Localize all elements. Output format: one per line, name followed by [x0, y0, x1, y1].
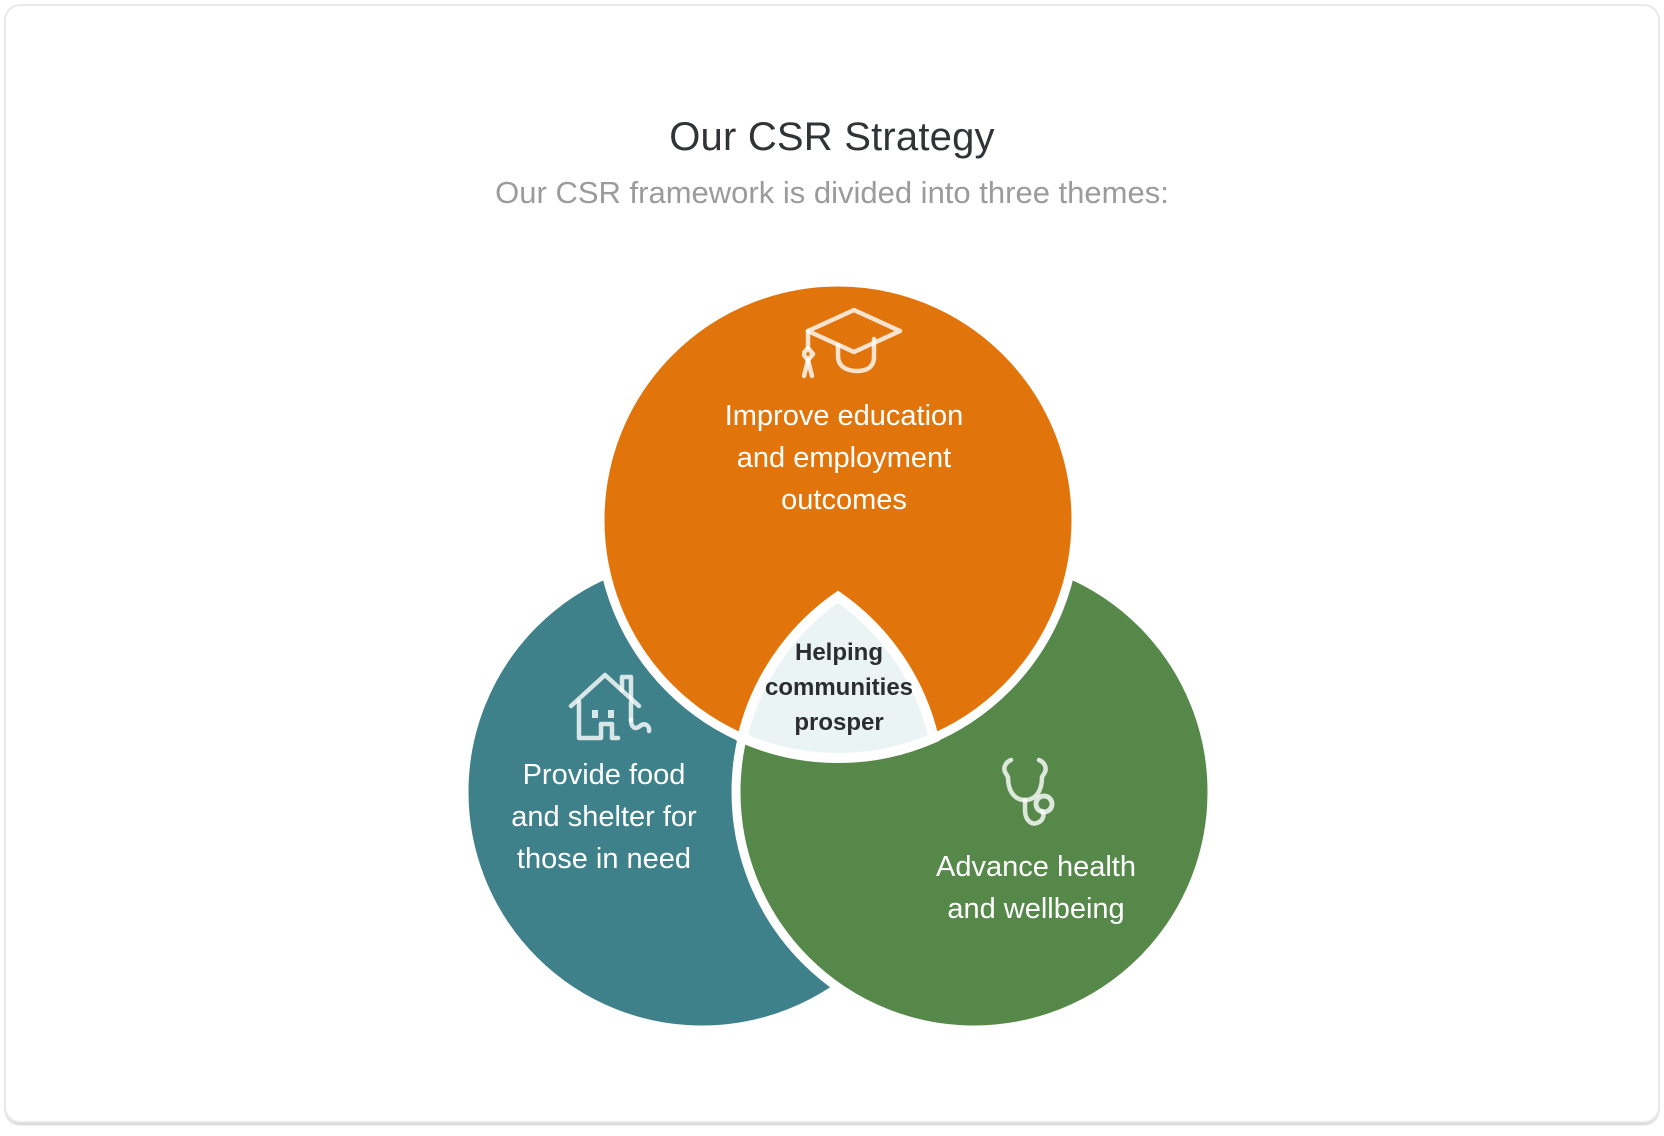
- csr-venn-diagram: Improve education and employment outcome…: [6, 6, 1664, 1136]
- education-label: Improve education and employment outcome…: [724, 400, 964, 516]
- center-intersection-label: Helping communities prosper: [764, 639, 914, 736]
- health-label: Advance health and wellbeing: [936, 851, 1136, 925]
- center-intersection: [736, 590, 940, 764]
- page-subtitle: Our CSR framework is divided into three …: [495, 175, 1169, 210]
- csr-card: Our CSR Strategy Our CSR framework is di…: [4, 4, 1660, 1123]
- venn-svg: [459, 277, 1217, 1035]
- food-shelter-label: Provide food and shelter for those in ne…: [511, 759, 697, 875]
- graduation-cap-icon: [802, 307, 903, 379]
- house-icon: [568, 672, 652, 741]
- stethoscope-icon: [1002, 757, 1055, 826]
- page-title: Our CSR Strategy: [669, 115, 995, 159]
